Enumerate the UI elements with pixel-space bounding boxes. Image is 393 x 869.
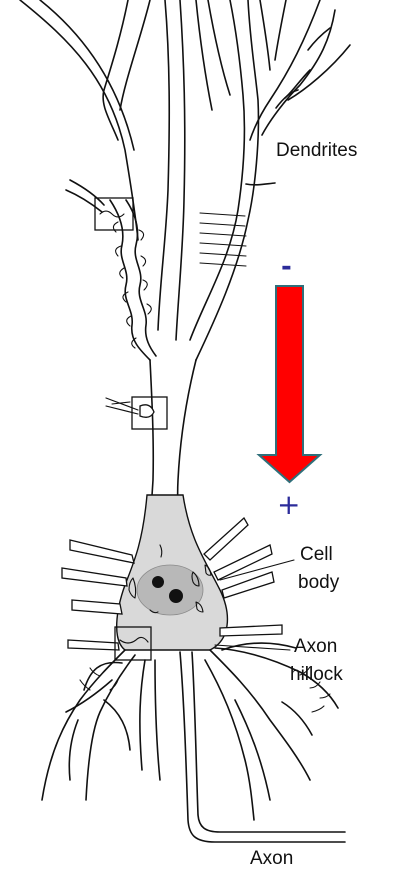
nucleolus (169, 589, 183, 603)
sign-plus: + (277, 488, 300, 521)
label-cell-body-line2: body (298, 572, 340, 593)
label-axon-hillock-line1: Axon (294, 636, 337, 657)
label-dendrites: Dendrites (276, 140, 357, 161)
label-cell-body-line1: Cell (300, 544, 333, 565)
down-arrow-icon (259, 286, 320, 482)
nucleolus (152, 576, 164, 588)
label-axon-hillock-line2: hillock (290, 664, 343, 685)
signal-direction-arrow (259, 286, 320, 482)
sign-minus: - (281, 252, 292, 282)
label-axon: Axon (250, 848, 293, 869)
